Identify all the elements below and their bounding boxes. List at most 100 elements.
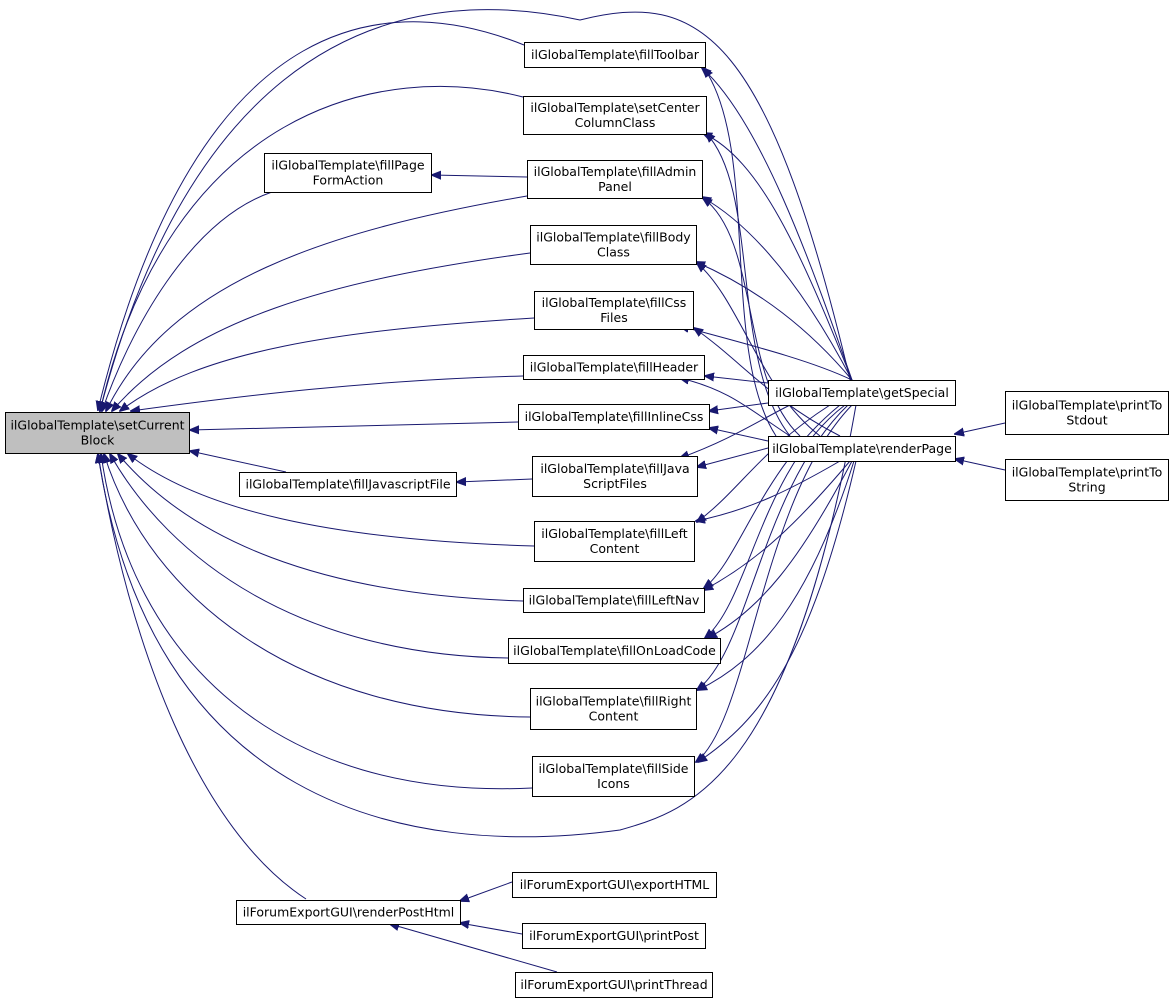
node-box: [522, 923, 706, 949]
node-label-line: ilGlobalTemplate\fillPage: [271, 158, 424, 173]
node-getSpecial[interactable]: ilGlobalTemplate\getSpecial: [768, 380, 956, 406]
node-box: [523, 96, 707, 135]
edge-getSpecial-to-fillAdminPanel: [702, 197, 853, 381]
node-label-line: ilGlobalTemplate\fillHeader: [530, 360, 699, 375]
node-fillInlineCss[interactable]: ilGlobalTemplate\fillInlineCss: [518, 404, 710, 430]
edge-renderPage-to-fillRightContent: [698, 460, 855, 690]
node-label-line: ilGlobalTemplate\getSpecial: [775, 385, 949, 400]
edge-renderPage-to-fillLeftNav: [704, 460, 851, 590]
edge-printToString-to-renderPage: [955, 459, 1006, 471]
node-label-line: ilGlobalTemplate\fillJava: [540, 461, 689, 476]
node-label-line: ilGlobalTemplate\fillInlineCss: [525, 409, 704, 424]
edge-getSpecial-to-setCenterColumnClass: [703, 133, 853, 381]
node-box: [768, 380, 956, 406]
node-fillLeftNav[interactable]: ilGlobalTemplate\fillLeftNav: [523, 588, 705, 613]
edge-renderPage-to-setCurrentBlock: [100, 9, 857, 411]
node-exportHTML[interactable]: ilForumExportGUI\exportHTML: [512, 872, 717, 898]
node-label-line: FormAction: [313, 173, 384, 188]
node-label-line: ilGlobalTemplate\fillCss: [542, 295, 687, 310]
node-label-line: ScriptFiles: [583, 476, 647, 491]
node-printThread[interactable]: ilForumExportGUI\printThread: [515, 972, 713, 998]
node-label-line: Files: [600, 310, 627, 325]
node-label-line: ilGlobalTemplate\setCenter: [530, 100, 700, 115]
node-renderPostHtml[interactable]: ilForumExportGUI\renderPostHtml: [236, 900, 461, 925]
edge-fillInlineCss-to-setCurrentBlock: [190, 421, 519, 430]
node-label-line: String: [1068, 480, 1105, 495]
edge-exportHTML-to-renderPostHtml: [460, 881, 513, 901]
node-box: [530, 688, 697, 730]
node-box: [532, 456, 698, 497]
node-box: [239, 472, 457, 497]
node-box: [518, 404, 710, 430]
node-label-line: ilGlobalTemplate\fillJavascriptFile: [245, 477, 450, 492]
node-label-line: ilForumExportGUI\renderPostHtml: [243, 905, 455, 920]
node-box: [1005, 391, 1169, 435]
edge-getSpecial-to-setCurrentBlock: [98, 404, 857, 838]
edge-fillAdminPanel-to-setCurrentBlock: [106, 195, 528, 411]
edge-renderPage-to-fillToolbar: [704, 68, 777, 437]
edge-fillToolbar-to-setCurrentBlock: [98, 21, 525, 410]
node-label-line: ilForumExportGUI\exportHTML: [520, 877, 710, 892]
edge-printToStdout-to-renderPage: [955, 422, 1006, 434]
edge-fillCssFiles-to-setCurrentBlock: [120, 317, 535, 411]
edge-getSpecial-to-fillOnLoadCode: [705, 404, 846, 638]
node-fillOnLoadCode[interactable]: ilGlobalTemplate\fillOnLoadCode: [508, 638, 721, 664]
node-box: [5, 412, 190, 454]
node-box: [508, 638, 721, 664]
edge-renderPage-to-fillInlineCss: [709, 428, 769, 442]
node-label-line: Content: [590, 541, 640, 556]
edge-renderPage-to-fillHeader: [680, 378, 791, 437]
node-label-line: ilGlobalTemplate\renderPage: [772, 441, 952, 456]
node-box: [524, 42, 706, 68]
edge-fillPageFormAction-to-setCurrentBlock: [102, 191, 273, 411]
node-label-line: Panel: [598, 179, 632, 194]
node-fillToolbar[interactable]: ilGlobalTemplate\fillToolbar: [524, 42, 706, 68]
edge-renderPage-to-fillJavaScriptFiles: [697, 447, 769, 467]
node-box: [532, 756, 695, 797]
edge-getSpecial-to-fillLeftNav: [704, 404, 841, 588]
edge-fillOnLoadCode-to-setCurrentBlock: [110, 454, 509, 659]
node-label-line: ilGlobalTemplate\fillAdmin: [534, 164, 697, 179]
node-box: [523, 588, 705, 613]
node-label-line: Block: [81, 433, 116, 448]
node-fillJavascriptFile[interactable]: ilGlobalTemplate\fillJavascriptFile: [239, 472, 457, 497]
node-renderPage[interactable]: ilGlobalTemplate\renderPage: [768, 436, 956, 462]
node-label-line: ilGlobalTemplate\fillBody: [536, 230, 691, 245]
node-box: [534, 521, 695, 562]
node-fillHeader[interactable]: ilGlobalTemplate\fillHeader: [523, 355, 705, 380]
node-box: [1005, 459, 1169, 501]
edge-getSpecial-to-fillJavaScriptFiles: [680, 404, 791, 458]
node-label-line: ColumnClass: [575, 115, 656, 130]
edge-renderPostHtml-to-setCurrentBlock: [98, 454, 307, 900]
edge-renderPage-to-fillLeftContent: [696, 460, 841, 521]
edge-printPost-to-renderPostHtml: [460, 923, 523, 935]
node-box: [527, 160, 703, 199]
node-box: [264, 153, 432, 193]
edge-fillHeader-to-setCurrentBlock: [131, 375, 524, 411]
node-label-line: ilForumExportGUI\printThread: [520, 977, 707, 992]
node-printPost[interactable]: ilForumExportGUI\printPost: [522, 923, 706, 949]
node-box: [534, 291, 694, 330]
edge-setCenterColumnClass-to-setCurrentBlock: [100, 85, 524, 411]
edge-getSpecial-to-fillBodyClass: [696, 262, 853, 381]
node-label-line: ilGlobalTemplate\fillToolbar: [531, 47, 700, 62]
edge-fillRightContent-to-setCurrentBlock: [104, 454, 531, 718]
node-box: [768, 436, 956, 462]
edge-fillAdminPanel-to-fillPageFormAction: [432, 175, 528, 177]
node-label-line: ilGlobalTemplate\fillLeftNav: [529, 593, 700, 608]
node-label-line: ilForumExportGUI\printPost: [529, 928, 699, 943]
node-label-line: ilGlobalTemplate\printTo: [1012, 398, 1163, 413]
